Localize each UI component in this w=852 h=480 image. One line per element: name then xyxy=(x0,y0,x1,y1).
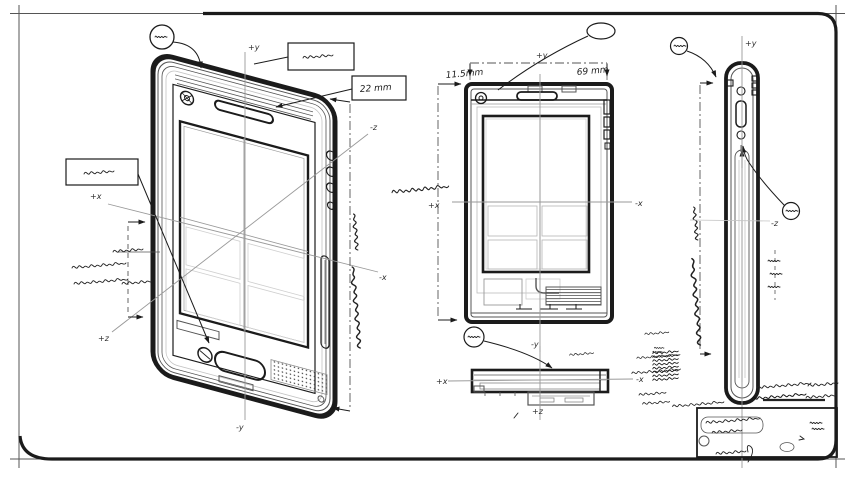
front-plus-y-label: +y xyxy=(536,51,548,60)
persp-left-box-label xyxy=(65,158,210,344)
front-balloon-callout xyxy=(497,22,616,91)
persp-width-dim-text: 22 mm xyxy=(360,83,393,95)
side-bottom-flourish xyxy=(746,445,753,463)
persp-left-dimension xyxy=(71,219,160,320)
heavy-border xyxy=(18,11,838,461)
perspective-axes: +y -y +x -x +z -z xyxy=(90,43,387,432)
bottom-plus-z-label: +z xyxy=(532,407,544,416)
side-view: +y -z xyxy=(669,36,801,468)
screen-grid xyxy=(180,138,308,331)
front-camera-screw xyxy=(474,91,488,105)
front-bezel xyxy=(172,83,316,395)
side-plus-y-label: +y xyxy=(745,39,757,48)
side-slider xyxy=(320,255,330,349)
front-view: +y 11.5mm 69 mm +x -x -y xyxy=(391,22,643,352)
front-screen-grid xyxy=(484,116,588,272)
home-button xyxy=(214,350,266,381)
front-screen xyxy=(481,114,591,274)
titleblock-note-above xyxy=(751,382,839,402)
front-left-dimension: +x xyxy=(391,81,462,323)
earpiece-speaker xyxy=(214,99,274,125)
persp-right-dimension xyxy=(329,97,362,412)
persp-minus-z-label: -z xyxy=(370,123,378,132)
front-top-dimension: +y 11.5mm 69 mm xyxy=(445,51,610,81)
persp-balloon-callout xyxy=(149,24,203,69)
persp-minus-x-label: -x xyxy=(379,273,387,282)
side-right-small-notes xyxy=(767,250,783,300)
title-block xyxy=(569,331,839,458)
drawing-frame xyxy=(10,5,845,468)
front-speaker-hatch xyxy=(545,286,602,306)
front-earpiece xyxy=(516,91,558,101)
bottom-screw xyxy=(197,346,213,363)
persp-width-dim-box: 22 mm xyxy=(275,75,407,108)
front-screen-tiles xyxy=(487,205,588,270)
top-edge-ribs xyxy=(175,74,313,120)
side-centerlines: +y -z xyxy=(689,36,779,468)
front-centerlines: -x -y xyxy=(452,74,643,352)
bottom-view: +x -x +z xyxy=(436,326,644,420)
perspective-view: +y -y +x -x +z -z 22 mm xyxy=(65,24,407,432)
bottom-plus-x-label: +x xyxy=(436,377,448,386)
bottom-minus-x-label: -x xyxy=(636,375,644,384)
persp-minus-y-label: -y xyxy=(236,423,244,432)
front-camera-screw xyxy=(179,90,195,106)
bottom-centerlines: +x -x +z xyxy=(436,346,644,420)
side-right-balloon-callout xyxy=(741,145,801,221)
mic-slot xyxy=(218,375,254,392)
frame-corner-ticks xyxy=(10,5,845,468)
front-body xyxy=(464,82,614,324)
persp-right-cursive-note xyxy=(350,213,362,349)
side-buttons xyxy=(325,150,337,210)
side-left-cursive-note xyxy=(690,206,702,346)
bottom-z-scribble xyxy=(513,412,519,419)
front-lower-details xyxy=(471,278,607,314)
front-minus-x-label: -x xyxy=(635,199,643,208)
titleblock-left-lines xyxy=(569,352,764,455)
perspective-phone-body xyxy=(150,54,338,419)
front-side-keys xyxy=(603,99,611,150)
persp-plus-z-label: +z xyxy=(98,334,110,343)
titleblock-signature-row xyxy=(636,353,795,452)
front-left-cursive-note xyxy=(391,184,450,194)
screen-tiles xyxy=(185,226,305,343)
persp-plus-x-label: +x xyxy=(90,192,102,201)
side-top-balloon-callout xyxy=(669,36,717,78)
bottom-lower-step xyxy=(484,391,595,406)
front-plus-x-label: +x xyxy=(428,201,440,210)
side-left-dimension xyxy=(690,80,714,357)
speaker-grille xyxy=(270,359,328,396)
front-minus-y-label: -y xyxy=(531,340,539,349)
bottom-right-screw xyxy=(317,395,325,403)
bottom-balloon-callout xyxy=(463,326,553,369)
titleblock-border xyxy=(696,407,838,458)
persp-plus-y-label: +y xyxy=(248,43,260,52)
titleblock-right-column xyxy=(644,331,825,441)
side-minus-z-label: -z xyxy=(771,219,779,228)
persp-dim-stack-scribbles xyxy=(71,248,160,285)
lower-bezel-slot xyxy=(176,319,220,341)
front-width-dim-text: 69 mm xyxy=(576,65,609,78)
front-left-dim-text: 11.5mm xyxy=(445,68,484,81)
persp-top-box-label xyxy=(253,42,355,71)
side-top-cluster xyxy=(726,75,759,152)
